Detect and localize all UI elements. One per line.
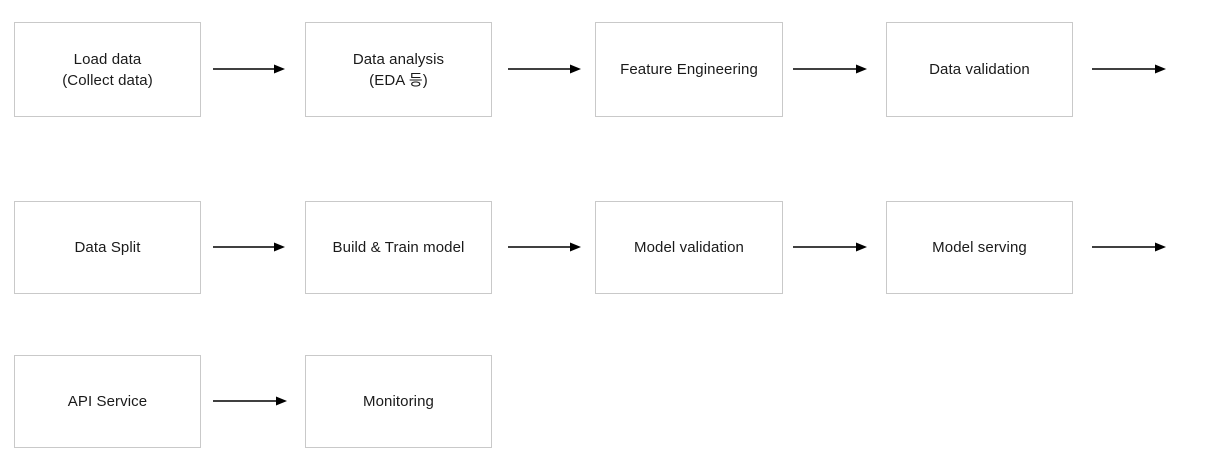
node-data-analysis: Data analysis (EDA 등) <box>305 22 492 117</box>
node-feature-engineering-label-line: Feature Engineering <box>620 61 758 78</box>
arrow-build-train-model-to-model-validation <box>508 242 581 252</box>
node-build-train-model-label-line: Build & Train model <box>332 239 465 256</box>
node-api-service: API Service <box>14 355 201 448</box>
node-load-data: Load data (Collect data) <box>14 22 201 117</box>
node-model-validation-label-line: Model validation <box>634 239 744 256</box>
node-monitoring: Monitoring <box>305 355 492 448</box>
node-data-split-label-line: Data Split <box>74 239 141 256</box>
node-load-data-label-line: (Collect data) <box>62 71 153 89</box>
node-feature-engineering: Feature Engineering <box>595 22 783 117</box>
arrow-model-serving-to-next-row <box>1092 242 1166 252</box>
node-data-split: Data Split <box>14 201 201 294</box>
arrow-load-data-to-data-analysis <box>213 64 285 74</box>
node-data-analysis-label-line: Data analysis <box>352 50 445 68</box>
arrow-model-validation-to-model-serving <box>793 242 867 252</box>
arrow-data-analysis-to-feature-engineering <box>508 64 581 74</box>
node-data-validation-label-line: Data validation <box>929 61 1030 78</box>
node-model-validation: Model validation <box>595 201 783 294</box>
arrow-api-service-to-monitoring <box>213 396 287 406</box>
node-build-train-model: Build & Train model <box>305 201 492 294</box>
node-data-analysis-label-line: (EDA 등) <box>369 71 428 89</box>
arrow-data-validation-to-next-row <box>1092 64 1166 74</box>
node-model-serving: Model serving <box>886 201 1073 294</box>
node-data-validation: Data validation <box>886 22 1073 117</box>
node-monitoring-label-line: Monitoring <box>362 393 435 410</box>
node-load-data-label-line: Load data <box>73 50 142 68</box>
node-api-service-label-line: API Service <box>67 393 148 410</box>
node-model-serving-label-line: Model serving <box>932 239 1027 256</box>
arrow-data-split-to-build-train-model <box>213 242 285 252</box>
arrow-feature-engineering-to-data-validation <box>793 64 867 74</box>
